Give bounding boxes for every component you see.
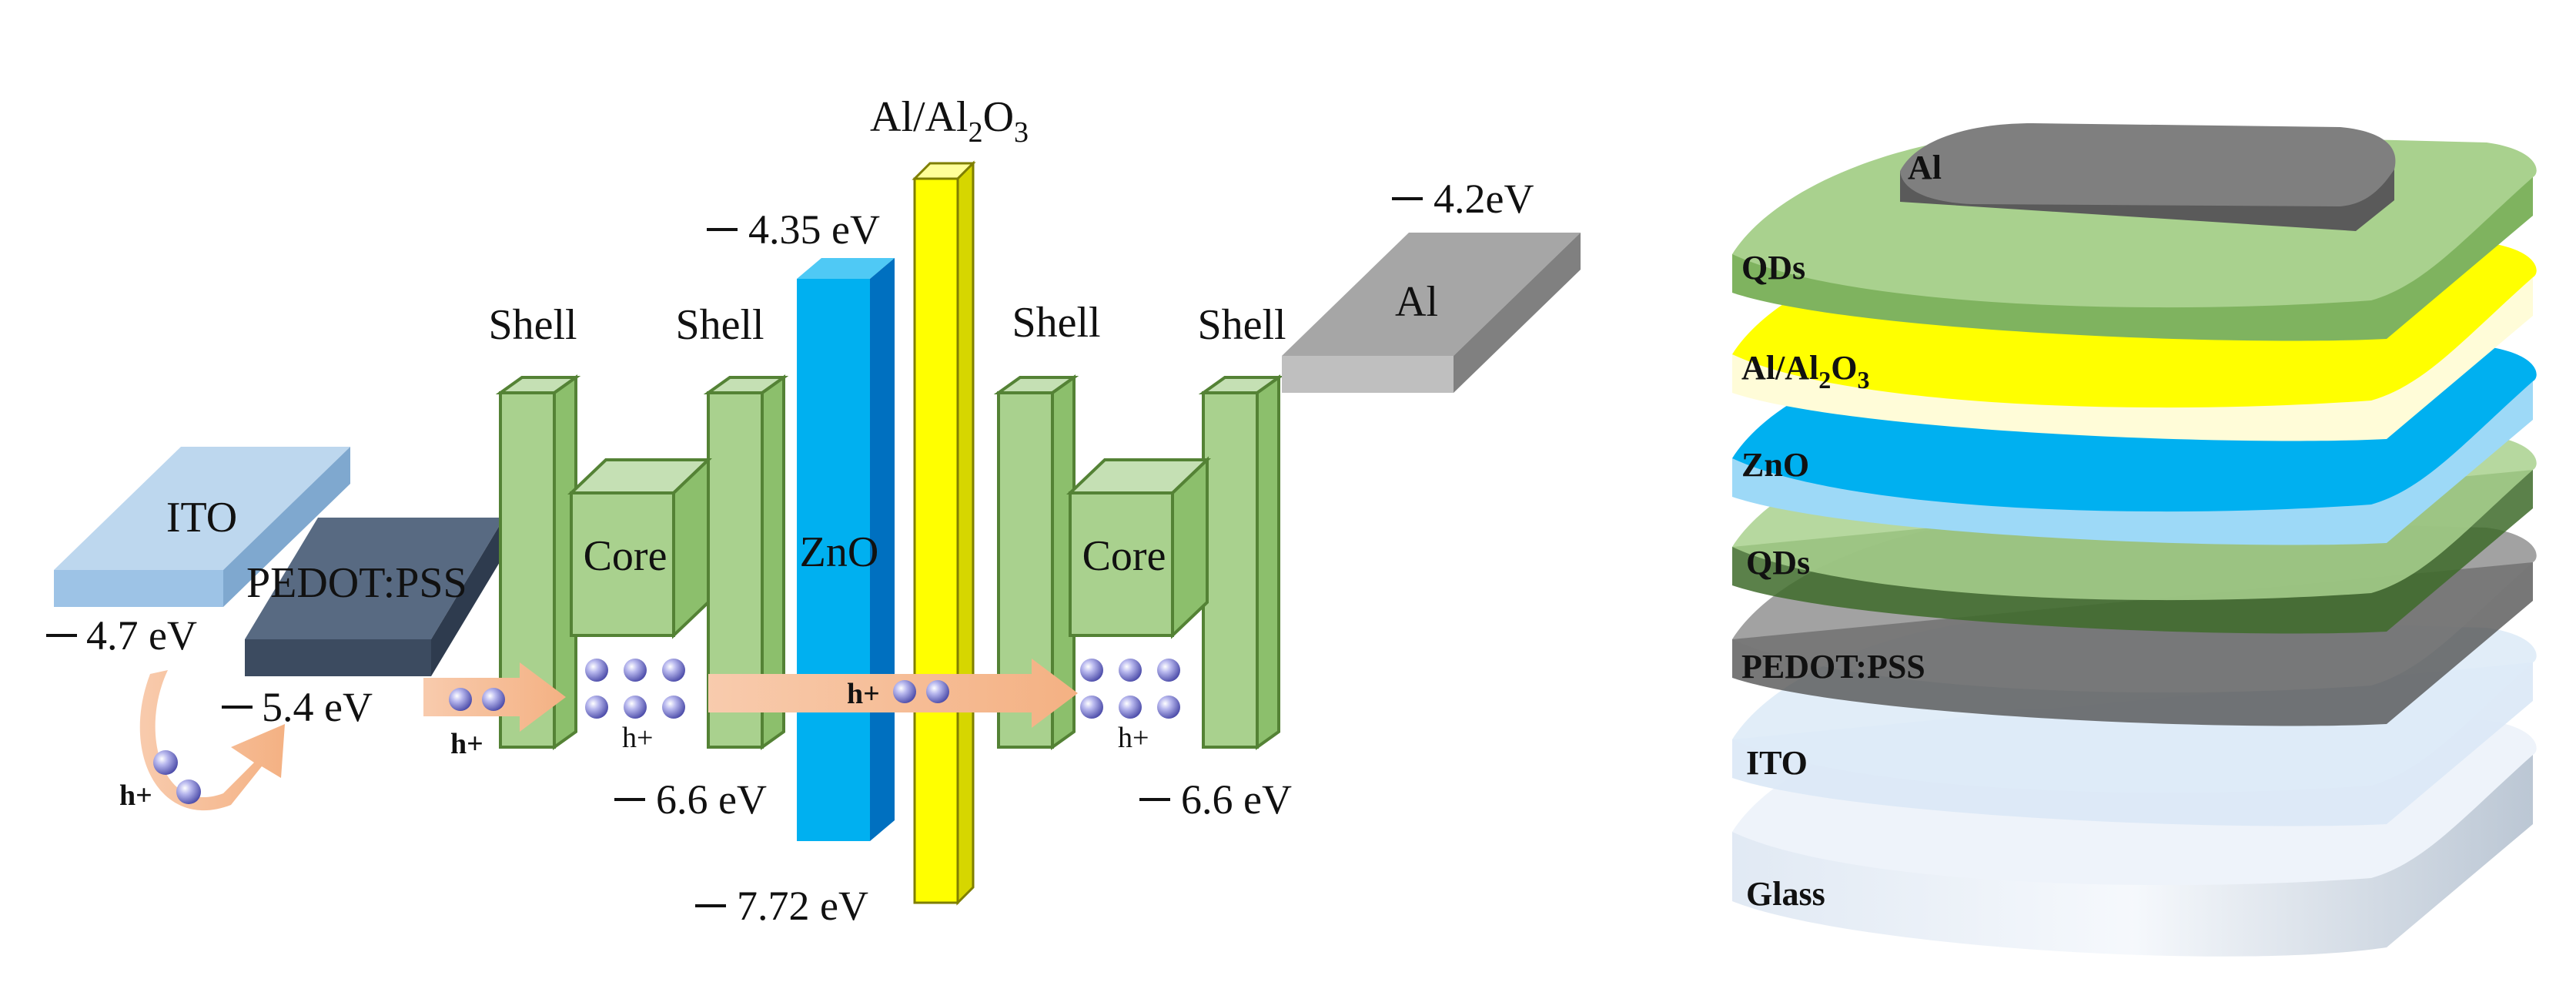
level-pedot: 5.4 eV [262, 684, 373, 730]
hole-label-3: h+ [622, 722, 653, 754]
level-core-left: 6.6 eV [656, 776, 767, 823]
level-ito: 4.7 eV [86, 612, 197, 659]
hole [482, 688, 505, 711]
hole-label-5: h+ [1118, 722, 1149, 754]
hole [662, 696, 685, 719]
stack-label-al: Al [1908, 149, 1942, 186]
holes [153, 659, 1180, 804]
hole [1119, 659, 1142, 682]
device-stack: Glass ITO PEDOT:PSS QDs ZnO [1732, 123, 2537, 957]
pedot-label: PEDOT:PSS [246, 559, 467, 607]
hole [176, 779, 201, 804]
stack-label-qds-lower: QDs [1746, 544, 1810, 582]
ito-label: ITO [166, 494, 237, 541]
al-label: Al [1395, 278, 1438, 326]
hole [1157, 696, 1180, 719]
zno-label: ZnO [800, 528, 879, 576]
stack-label-zno: ZnO [1741, 446, 1809, 484]
hole [1080, 659, 1103, 682]
hole [624, 696, 647, 719]
shell-label-4: Shell [1197, 301, 1286, 349]
hole-label-4: h+ [847, 678, 880, 710]
level-al: 4.2eV [1434, 176, 1534, 222]
hole [585, 659, 608, 682]
hole-label-1: h+ [119, 779, 152, 812]
al-slab: Al [1282, 233, 1581, 393]
stack-label-qds-top: QDs [1741, 249, 1805, 287]
stack-al-electrode: Al [1900, 123, 2396, 231]
stack-label-glass: Glass [1746, 875, 1825, 913]
core-right: Core [1066, 456, 1211, 639]
shell-right-outer [1198, 374, 1284, 750]
ito-slab: ITO [54, 447, 350, 607]
hole [585, 696, 608, 719]
stack-label-al2o3: Al/Al2O3 [1741, 349, 1869, 394]
zno-pillar: ZnO [797, 258, 895, 841]
al2o3-pillar [912, 160, 976, 906]
stack-label-ito: ITO [1746, 744, 1808, 782]
core-left: Core [567, 456, 712, 639]
hole [893, 680, 916, 703]
shell-label-1: Shell [488, 301, 577, 349]
energy-diagram: ITO PEDOT:PSS Core Shell She [46, 93, 1581, 929]
hole [624, 659, 647, 682]
hole [662, 659, 685, 682]
core-right-label: Core [1082, 532, 1166, 580]
hole [449, 688, 472, 711]
arrow-through-zno [708, 659, 1078, 728]
core-left-label: Core [584, 532, 667, 580]
hole [1157, 659, 1180, 682]
stack-label-pedot: PEDOT:PSS [1741, 648, 1925, 686]
hole [153, 750, 178, 775]
pedot-slab: PEDOT:PSS [245, 518, 504, 676]
hole [1119, 696, 1142, 719]
level-core-right: 6.6 eV [1181, 776, 1292, 823]
hole-label-2: h+ [450, 728, 483, 760]
level-zno-top: 4.35 eV [748, 206, 880, 253]
energy-levels: 4.7 eV 5.4 eV 6.6 eV 4.35 eV 7.72 eV 6.6… [46, 176, 1534, 929]
hole [1080, 696, 1103, 719]
curved-arrow [139, 670, 285, 811]
shell-label-2: Shell [675, 301, 764, 349]
hole [926, 680, 949, 703]
shell-label-3: Shell [1012, 299, 1100, 347]
level-zno-bottom: 7.72 eV [737, 883, 868, 929]
al2o3-title: Al/Al2O3 [870, 93, 1029, 149]
